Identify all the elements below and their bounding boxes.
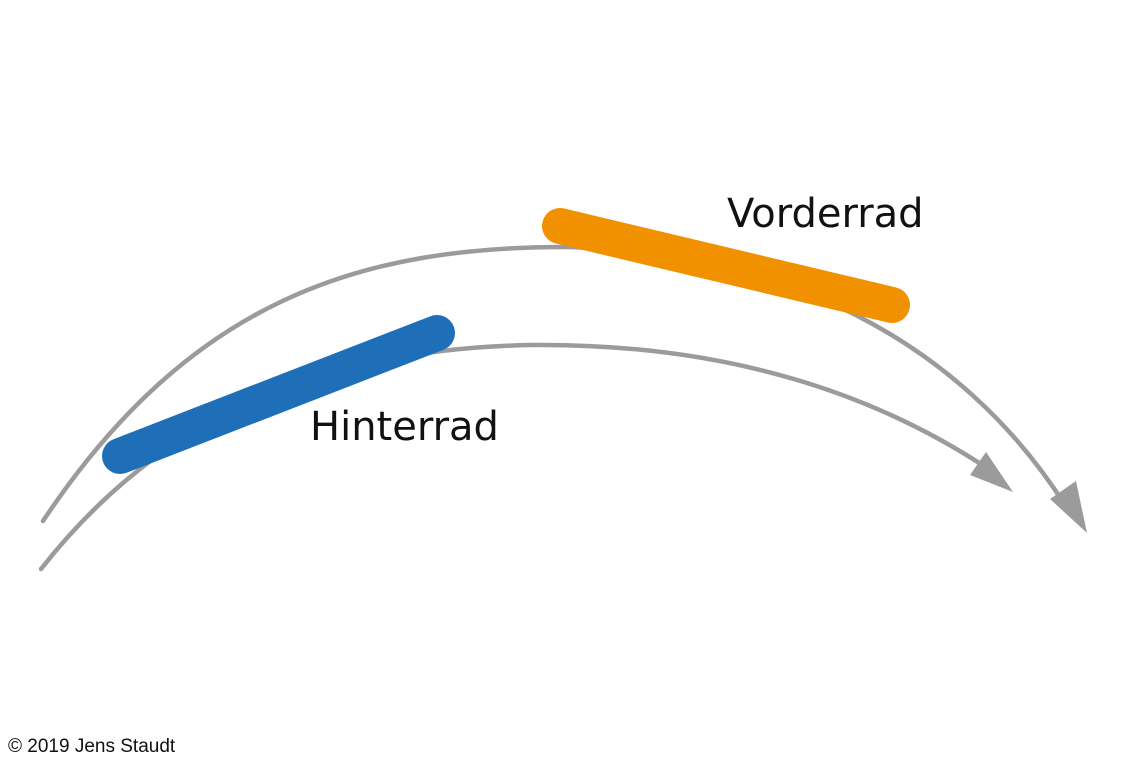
- front-wheel-path: [40, 244, 1068, 524]
- front-wheel-label: Vorderrad: [727, 191, 924, 237]
- rear-wheel-bar: [102, 315, 455, 474]
- rear-wheel-label: Hinterrad: [310, 404, 499, 450]
- front-wheel-path-arrowhead: [1050, 481, 1087, 533]
- rear-wheel-path: [38, 342, 993, 572]
- copyright-notice: © 2019 Jens Staudt: [8, 736, 176, 757]
- rear-wheel-path-arrowhead: [970, 452, 1013, 492]
- front-wheel-bar: [542, 208, 910, 323]
